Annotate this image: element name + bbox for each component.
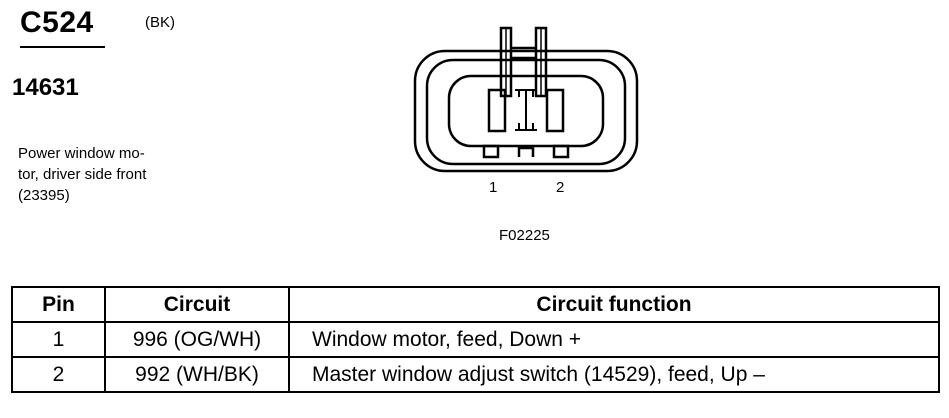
description-line: tor, driver side front [18, 166, 147, 183]
table-header-row: Pin Circuit Circuit function [11, 286, 940, 323]
latch-bridge [511, 46, 536, 60]
table-row: 1 996 (OG/WH) Window motor, feed, Down + [11, 321, 940, 358]
description-line: (23395) [18, 187, 70, 204]
pin-cavity-1 [487, 88, 507, 133]
pinout-table: Pin Circuit Circuit function 1 996 (OG/W… [11, 286, 940, 393]
pin-label-2: 2 [556, 179, 565, 196]
component-description: Power window mo- tor, driver side front … [18, 143, 178, 206]
circuit-function-cell: Master window adjust switch (14529), fee… [288, 356, 940, 393]
circuit-cell: 992 (WH/BK) [104, 356, 290, 393]
pin-cavity-2 [545, 88, 565, 133]
bottom-key-slot [517, 146, 535, 157]
header-pin: Pin [11, 286, 106, 323]
connector-color-code: (BK) [145, 14, 175, 31]
connector-face-drawing [413, 26, 639, 173]
pin-cell: 2 [11, 356, 106, 393]
header-circuit: Circuit [104, 286, 290, 323]
polarization-key [515, 89, 537, 131]
circuit-cell: 996 (OG/WH) [104, 321, 290, 358]
description-line: Power window mo- [18, 145, 145, 162]
connector-face [447, 74, 605, 148]
header-circuit-function: Circuit function [288, 286, 940, 323]
pin-label-1: 1 [489, 179, 498, 196]
table-row: 2 992 (WH/BK) Master window adjust switc… [11, 356, 940, 393]
part-number: 14631 [12, 74, 79, 101]
connector-id-underline [20, 46, 105, 48]
bottom-notch [552, 144, 570, 159]
connector-id: C524 [20, 6, 94, 39]
connector-outer-shell [413, 49, 639, 173]
connector-inner-shell [425, 58, 627, 166]
pin-cell: 1 [11, 321, 106, 358]
circuit-function-cell: Window motor, feed, Down + [288, 321, 940, 358]
bottom-notch [482, 144, 500, 159]
figure-id: F02225 [499, 227, 550, 244]
